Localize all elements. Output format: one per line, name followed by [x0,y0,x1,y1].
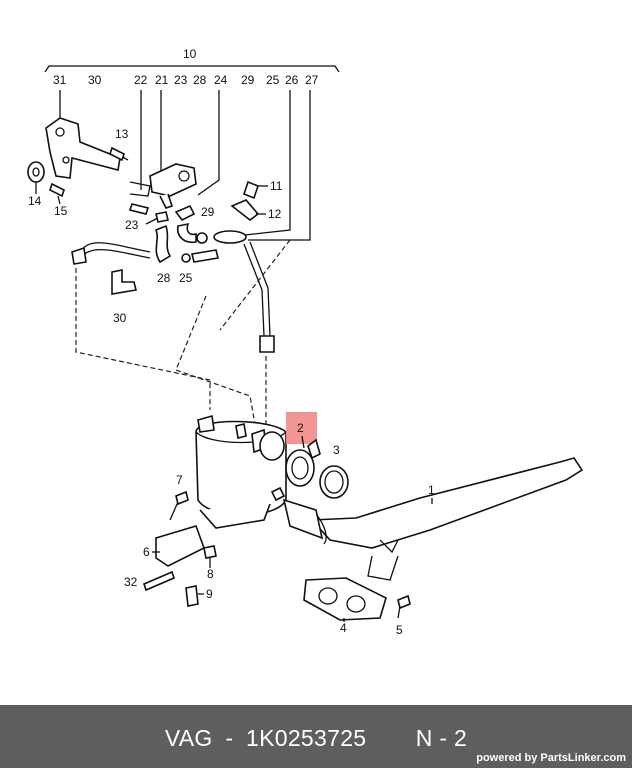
pressure-pipe-right [243,241,271,337]
label-14: 14 [28,194,42,208]
label-28: 28 [157,271,171,285]
clamp-2 [285,449,315,487]
label-5: 5 [396,623,403,637]
credit-link[interactable]: powered by PartsLinker.com [476,752,626,764]
bolt-11 [243,180,259,200]
assembly-lines [75,239,291,436]
label-top-25: 25 [266,73,280,87]
hose-28 [154,224,172,264]
bolt-15 [49,182,65,198]
label-32: 32 [124,575,138,589]
label-25: 25 [179,271,193,285]
group-bracket [44,65,340,73]
bracket-6 [155,525,205,567]
label-11: 11 [270,179,283,193]
label-3: 3 [333,443,340,457]
footer-bar: VAG - 1K0253725 N - 2 powered by PartsLi… [0,705,632,768]
label-group-10: 10 [183,47,197,61]
label-top-26: 26 [285,73,299,87]
bolt-5 [397,594,411,610]
clamp-26 [213,230,247,244]
label-29: 29 [201,205,215,219]
label-13: 13 [115,127,129,141]
label-15: 15 [54,204,68,218]
clip-23 [128,203,150,215]
bracket-12 [230,199,260,222]
label-top-31: 31 [53,73,67,87]
label-9: 9 [206,587,213,601]
label-top-28: 28 [193,73,207,87]
label-12: 12 [268,207,282,221]
bolt-13 [109,146,125,162]
clip-30 [111,269,137,295]
position-label: N - 2 [415,725,468,751]
bolt-32 [143,570,175,592]
label-8: 8 [207,567,214,581]
pressure-pipe-left [79,242,151,259]
mounting-bracket-31 [45,117,121,179]
flange-gasket-4 [303,577,387,621]
label-top-23: 23 [174,73,188,87]
highlight-part-2 [286,412,317,444]
label-23: 23 [125,218,139,232]
label-30: 30 [113,311,127,325]
clip-24 [174,204,196,222]
label-1: 1 [428,483,435,497]
label-2: 2 [297,421,304,435]
part-number: 1K0253725 [246,725,367,751]
front-exhaust-pipe-1 [310,457,584,549]
nut-8 [203,545,217,559]
label-7: 7 [176,473,183,487]
connector-25 [191,249,219,263]
bolt-9 [185,585,199,607]
pressure-sensor [149,163,197,197]
footer-part-info: VAG - 1K0253725 N - 2 [0,725,632,752]
brand-label: VAG [164,725,213,751]
label-top-27: 27 [305,73,319,87]
bolt-7 [175,490,189,506]
label-top-22: 22 [134,73,148,87]
label-4: 4 [340,621,347,635]
grommet-14 [27,161,45,183]
separator: - [225,725,234,751]
label-top-30: 30 [88,73,102,87]
label-top-24: 24 [214,73,228,87]
label-top-29: 29 [241,73,255,87]
top-leader-lines [59,90,311,241]
label-top-21: 21 [155,73,169,87]
exploded-parts-diagram: 10 31 30 22 21 23 28 24 29 25 26 27 13 1… [27,47,584,637]
label-6: 6 [143,545,150,559]
hose-29 [176,222,197,244]
